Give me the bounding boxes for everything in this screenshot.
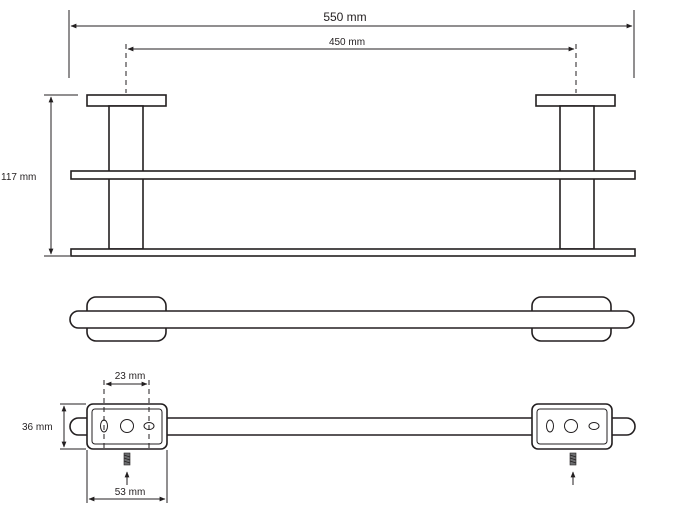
top-view [69,296,635,342]
screw-icon-right [569,452,577,466]
screw-icon-left [123,452,131,466]
wall-plate-left [86,94,167,107]
screw-hole-right [564,419,578,433]
slot-hole-right-2 [588,422,600,430]
lower-rail [70,248,636,257]
bracket-bottom-right [531,403,613,450]
dimension-height: 117 mm [1,172,36,183]
dimension-hole-spacing: 23 mm [115,371,146,382]
dimension-overall-width: 550 mm [323,10,366,24]
bar-top-view [69,310,635,329]
screw-hole-left [120,419,134,433]
bottom-view: 23 mm 36 mm 53 mm [22,371,636,503]
bracket-inner-outline-left [91,408,163,445]
bar-bottom-view [69,417,636,436]
wall-plate-right [535,94,616,107]
dimension-bracket-spacing: 450 mm [329,37,365,48]
slot-hole-left-2 [546,419,554,433]
dimension-bracket-width: 53 mm [115,487,146,498]
dimension-depth: 36 mm [22,422,53,433]
front-view: 550 mm 450 mm 117 mm [1,10,636,257]
bracket-inner-outline-right [536,408,608,445]
upper-rail [70,170,636,180]
bracket-bottom-left [86,403,168,450]
